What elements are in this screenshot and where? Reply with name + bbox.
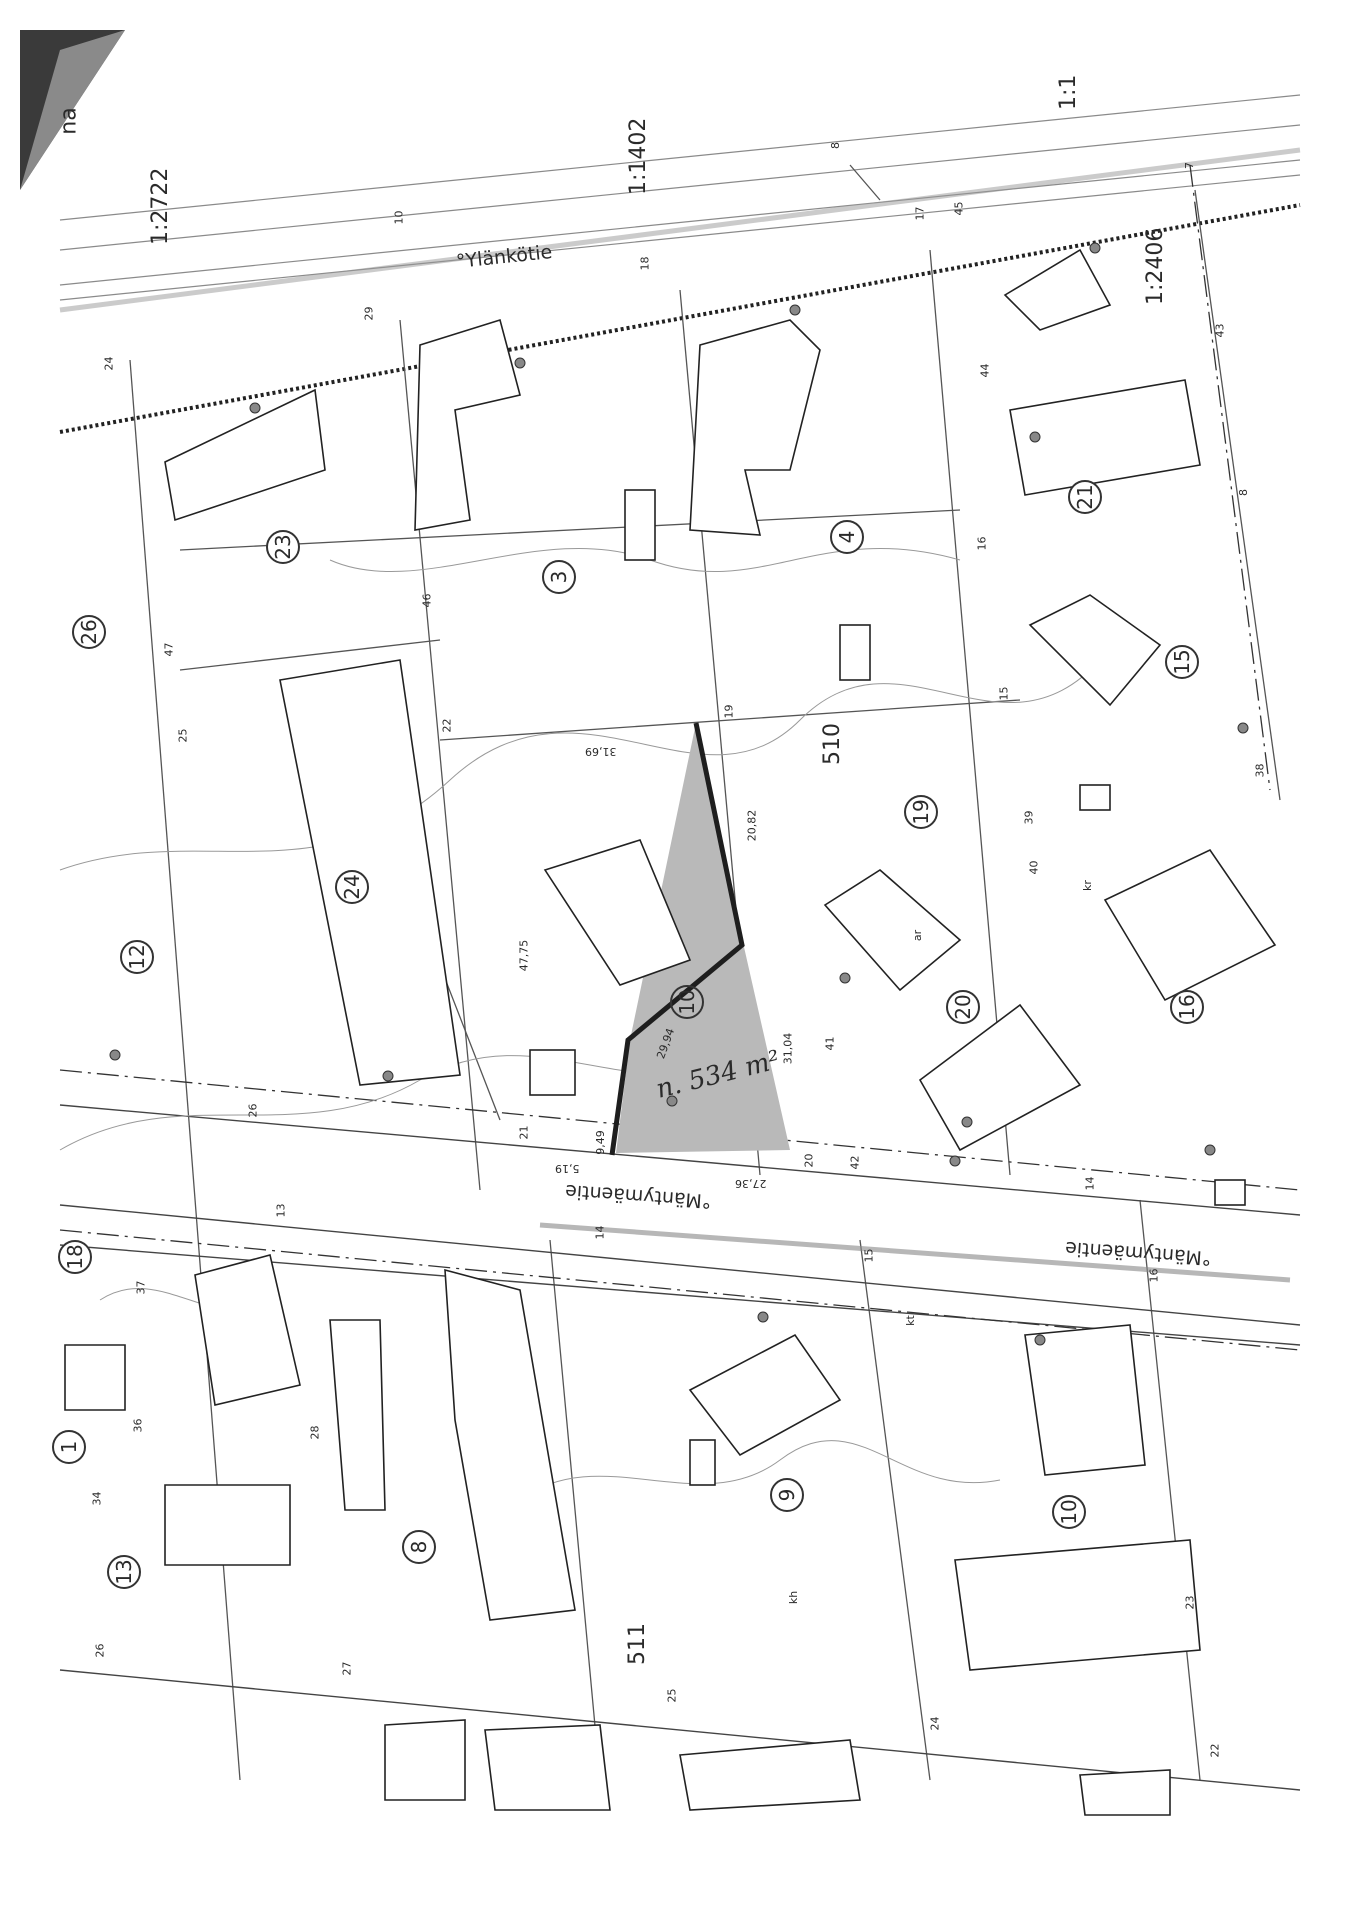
- point-number: 36: [131, 1418, 145, 1433]
- small-label-kh: kh: [787, 1590, 801, 1605]
- point-number: 20: [802, 1153, 816, 1168]
- plot-number-4: 4: [830, 520, 864, 554]
- scale-label-2: 1:1402: [626, 117, 651, 195]
- block-label-510: 510: [820, 723, 845, 765]
- plot-number-10-shaded: 10: [670, 985, 704, 1019]
- plot-number-3: 3: [542, 560, 576, 594]
- zoning-dashdot-line-3: [1189, 164, 1271, 791]
- dimension-label: 47,75: [517, 939, 531, 972]
- ylankotie-road-lines: [59, 94, 1301, 301]
- buildings: [64, 248, 1277, 1816]
- plot-number-24: 24: [335, 870, 369, 904]
- point-number: 16: [975, 536, 989, 551]
- point-number: 28: [308, 1425, 322, 1440]
- point-number: 7: [1183, 162, 1196, 169]
- point-number: 22: [440, 718, 454, 733]
- partial-label: na: [56, 107, 82, 135]
- point-number: 26: [93, 1643, 107, 1658]
- point-number: 40: [1027, 860, 1041, 875]
- point-number: 8: [829, 142, 842, 149]
- point-number: 37: [134, 1280, 148, 1295]
- small-label-kr: kr: [1080, 880, 1094, 891]
- point-number: 8: [1237, 489, 1250, 496]
- plot-number-9: 9: [770, 1478, 804, 1512]
- point-number: 38: [1253, 763, 1267, 778]
- point-number: 15: [997, 686, 1011, 701]
- scale-label-4: 1:1: [1056, 74, 1081, 110]
- survey-markers: [109, 242, 1249, 1346]
- plot-number-16: 16: [1170, 990, 1204, 1024]
- torn-corner-shade: [20, 30, 125, 190]
- mantymaentie-gray-line: [539, 1222, 1291, 1283]
- dimension-label: 27,36: [735, 1177, 767, 1190]
- point-number: 18: [638, 256, 652, 271]
- point-number: 43: [1213, 323, 1227, 338]
- point-number: 29: [362, 306, 376, 321]
- plot-number-13: 13: [107, 1555, 141, 1589]
- point-number: 14: [1083, 1176, 1097, 1191]
- plot-number-10: 10: [1052, 1495, 1086, 1529]
- plot-number-23: 23: [266, 530, 300, 564]
- scale-label-3: 1:2406: [1143, 227, 1168, 305]
- plot-number-15: 15: [1165, 645, 1199, 679]
- plot-number-18-partial: 18: [58, 1240, 92, 1274]
- point-number: 22: [1208, 1743, 1222, 1758]
- point-number: 25: [665, 1688, 679, 1703]
- point-number: 15: [862, 1248, 876, 1263]
- plot-number-8: 8: [402, 1530, 436, 1564]
- plot-10-shaded-area: [616, 723, 790, 1153]
- small-label-kt: kt: [903, 1315, 917, 1326]
- point-number: 44: [978, 363, 992, 378]
- point-number: 27: [340, 1661, 354, 1676]
- point-number: 41: [823, 1036, 837, 1051]
- point-number: 16: [1147, 1268, 1161, 1283]
- dimension-label: 31,69: [585, 745, 617, 758]
- point-number: 39: [1022, 810, 1036, 825]
- point-number: 24: [102, 356, 116, 371]
- plot-number-12: 12: [120, 940, 154, 974]
- point-number: 24: [928, 1716, 942, 1731]
- point-number: 26: [246, 1103, 260, 1118]
- plot-number-21: 21: [1068, 480, 1102, 514]
- point-number: 14: [593, 1225, 607, 1240]
- plot-number-26: 26: [72, 615, 106, 649]
- point-number: 21: [517, 1125, 531, 1140]
- plot-number-19: 19: [904, 795, 938, 829]
- point-number: 13: [274, 1203, 288, 1218]
- block-label-511: 511: [625, 1623, 650, 1665]
- dimension-label: 31,04: [781, 1032, 795, 1065]
- point-number: 25: [176, 728, 190, 743]
- plot-10-boundary: [609, 722, 745, 1156]
- point-number: 17: [913, 206, 927, 221]
- point-number: 19: [722, 704, 736, 719]
- dimension-label: 20,82: [745, 809, 759, 842]
- point-number: 42: [848, 1155, 862, 1170]
- point-number: 46: [420, 593, 434, 608]
- point-number: 34: [90, 1491, 104, 1506]
- dimension-label: 9,49: [593, 1130, 607, 1155]
- ylankotie-gray-line: [59, 147, 1301, 313]
- point-number: 45: [952, 201, 966, 216]
- point-number: 23: [1183, 1595, 1197, 1610]
- dimension-label: 5,19: [555, 1162, 580, 1175]
- scale-label-1: 1:2722: [148, 167, 173, 245]
- plot-number-20: 20: [946, 990, 980, 1024]
- plot-number-1-partial: 1: [52, 1430, 86, 1464]
- point-number: 10: [392, 210, 406, 225]
- small-label-ar: ar: [911, 929, 925, 942]
- point-number: 47: [162, 642, 176, 657]
